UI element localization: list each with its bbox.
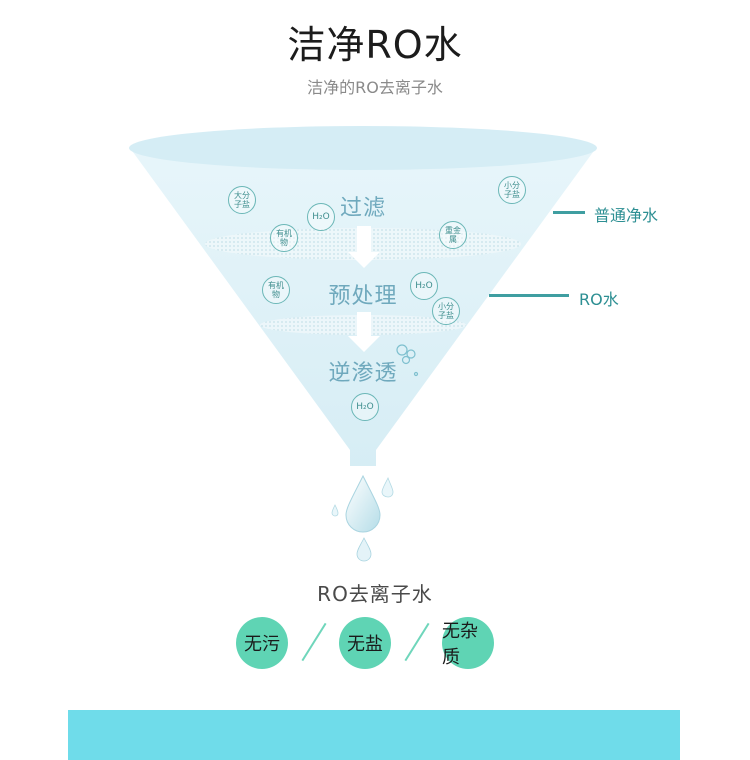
stage-label-reverse-osmosis: 逆渗透 [328, 361, 398, 386]
ro-water-indicator-line [489, 294, 569, 297]
molecule-badge: H₂O [351, 393, 379, 421]
molecule-badge: 有机物 [270, 224, 298, 252]
bottom-banner [68, 710, 680, 760]
water-drop-icon [381, 477, 394, 498]
property-badge-no-salt: 无盐 [339, 617, 391, 669]
property-badge-no-pollution: 无污 [236, 617, 288, 669]
page-title: 洁净RO水 [287, 23, 463, 67]
molecule-badge: 重金属 [439, 221, 467, 249]
molecule-badge: H₂O [410, 272, 438, 300]
bubbles-icon [396, 344, 419, 377]
property-badge-no-impurities: 无杂质 [442, 617, 494, 669]
funnel-body [130, 148, 596, 466]
water-drop-icon [345, 474, 381, 533]
molecule-badge: 大分子盐 [228, 186, 256, 214]
molecule-badge: 小分子盐 [498, 176, 526, 204]
molecule-badge: 有机物 [262, 276, 290, 304]
page-subtitle: 洁净的RO去离子水 [307, 78, 443, 97]
ro-water-label: RO水 [579, 290, 619, 309]
ro-deionized-water-label: RO去离子水 [317, 582, 433, 606]
stage-label-pretreatment: 预处理 [328, 284, 398, 309]
water-drop-icon [356, 537, 372, 562]
normal-water-label: 普通净水 [594, 206, 659, 225]
stage-label-filter: 过滤 [339, 196, 387, 221]
flow-arrow [348, 226, 380, 352]
funnel-rim [129, 126, 597, 170]
molecule-badge: 小分子盐 [432, 297, 460, 325]
water-drop-icon [331, 504, 339, 517]
normal-water-indicator-line [553, 211, 585, 214]
molecule-badge: H₂O [307, 203, 335, 231]
